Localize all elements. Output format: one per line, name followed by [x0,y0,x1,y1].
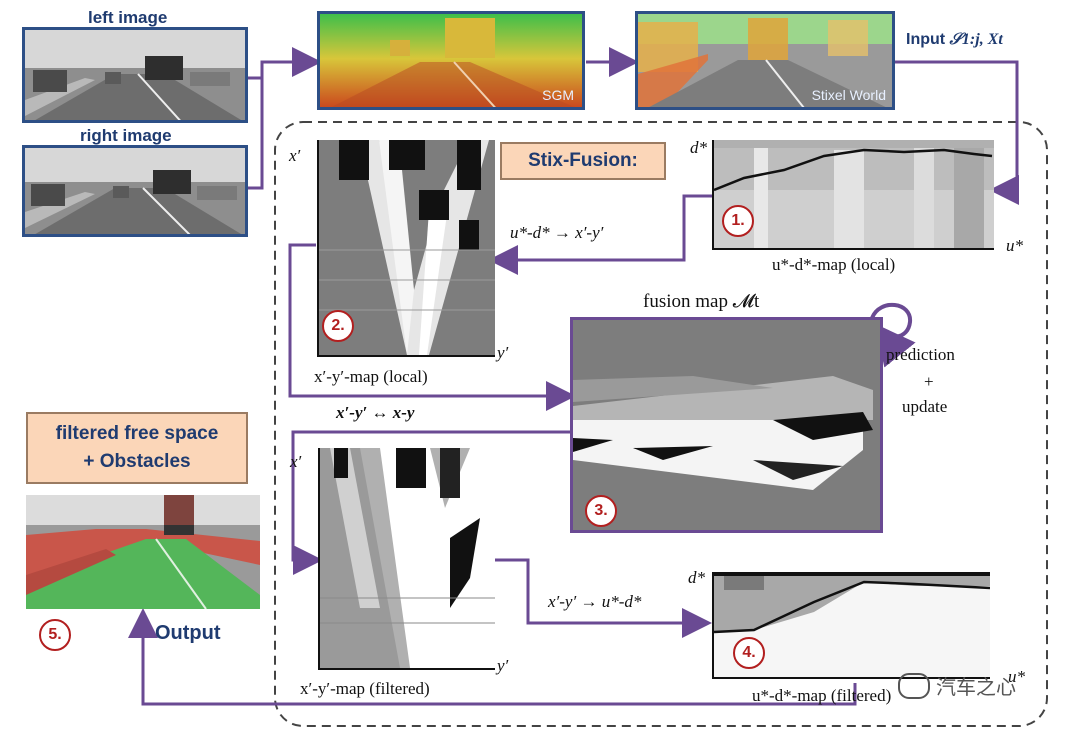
output-image [26,495,260,609]
ud-local-caption: u*-d*-map (local) [772,255,896,274]
fusion-map-caption: fusion map 𝓜t [643,291,760,312]
arrow-ud-filtered-to-output [128,608,857,706]
ud-filtered-axis-y: d* [688,568,705,587]
right-image [22,145,248,237]
xy-local-axis-y: x′ [289,146,301,165]
xy-filtered-caption: x′-y′-map (filtered) [300,679,430,698]
stixel-world-image: Stixel World [635,11,895,110]
ud-map-local [712,140,994,250]
ud-local-axis-y: d* [690,138,707,157]
output-description-box: filtered free space + Obstacles [26,412,248,484]
left-image-label: left image [88,8,168,27]
step-badge-1: 1. [722,205,754,237]
left-image [22,27,248,123]
arrow-stixel-to-ud-local [895,60,1019,205]
xy-local-caption: x′-y′-map (local) [314,367,428,386]
output-description-line2: + Obstacles [83,451,191,472]
plus-label: + [924,372,934,391]
step-badge-2: 2. [322,310,354,342]
xy-filtered-axis-y: x′ [290,452,302,471]
prediction-label: prediction [886,345,955,364]
xy-local-axis-x: y′ [497,343,509,362]
arrow-images-to-sgm [248,47,322,80]
ud-to-xy-transform: u*-d* → x′-y′ [510,223,604,242]
arrow-xy-to-ud-filtered [494,558,712,638]
watermark-text: 汽车之心 [936,675,1016,699]
right-image-label: right image [80,126,172,145]
stixel-world-label: Stixel World [811,87,886,103]
step-badge-3: 3. [585,495,617,527]
xy-map-filtered [318,448,495,670]
stix-fusion-title: Stix-Fusion: [500,142,666,180]
arrow-ud-to-xy-local [488,194,712,275]
sgm-image: SGM [317,11,585,110]
fusion-map [570,317,883,533]
arrow-xy-local-to-fusion [288,243,576,411]
chat-bubble-icon [898,672,930,699]
ud-filtered-caption: u*-d*-map (filtered) [752,686,892,705]
xy-global-transform: x′-y′ ↔ x-y [336,403,415,422]
arrow-right-image-to-merge [248,78,264,190]
stix-fusion-region [274,121,1048,727]
input-formula: 𝒮1:j, Xt [949,31,1003,48]
xy-to-ud-transform: x′-y′ → u*-d* [548,592,642,611]
sgm-label: SGM [542,87,574,103]
watermark: 汽车之心 [898,671,1016,700]
ud-filtered-axis-x: u* [1008,667,1025,686]
output-label: Output [155,622,221,644]
output-description-line1: filtered free space [55,423,219,444]
step-badge-4: 4. [733,637,765,669]
ud-local-axis-x: u* [1006,236,1023,255]
input-label: Input [906,31,946,48]
update-label: update [902,397,948,416]
arrow-fusion-to-xy-filtered [291,430,570,575]
xy-filtered-axis-x: y′ [497,656,509,675]
step-badge-5: 5. [39,619,71,651]
arrow-fusion-prediction-loop [870,302,916,368]
input-label-group: Input 𝒮1:j, Xt [906,31,1003,49]
